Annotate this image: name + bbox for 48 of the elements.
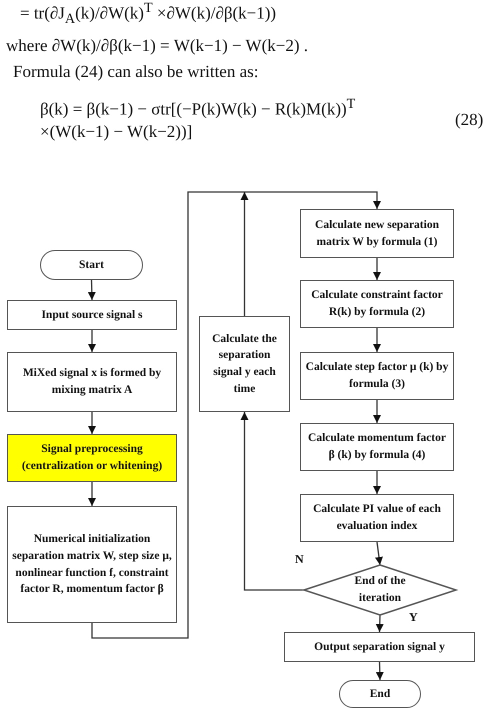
arrow (240, 412, 304, 591)
node-text: Input source signal s (41, 308, 143, 323)
process-box (7, 352, 177, 412)
node-text: Calculate momentum factor β (k) by formula (4) (307, 431, 447, 463)
node-text: Calculate the separation signal y each time (211, 332, 278, 397)
node-text: Calculate step factor μ (k) by formula (3) (305, 360, 449, 392)
node-text: Calculate new separation matrix W by formula (1) (314, 218, 440, 250)
formula-text: (28) (455, 110, 484, 130)
arrow (373, 400, 381, 423)
arrow (88, 280, 96, 300)
process-box (300, 209, 454, 258)
process-box (7, 506, 177, 623)
formula-text: where ∂W(k)/∂β(k−1) = W(k−1) − W(k−2) . (6, 36, 308, 56)
arrow (373, 258, 381, 280)
formula-text: Formula (24) can also be written as: (13, 62, 258, 82)
arrow (88, 412, 96, 434)
process-box (199, 316, 290, 412)
node-text: Output separation signal y (314, 640, 445, 655)
process-box (300, 280, 454, 328)
arrow (375, 542, 383, 566)
formula-text: = tr(∂J$_{A}$(k)/∂W(k)$^{T}$ ×∂W(k)/∂β(k−1)) (20, 0, 276, 28)
process-box (7, 300, 177, 330)
node-text: MiXed signal x is formed by mixing matrix A (22, 366, 162, 398)
process-box (300, 352, 454, 400)
node-text: Numerical initialization separation matrix W, step size μ, nonlinear function f, constraint factor R, momentum factor β (12, 532, 172, 598)
process-box (284, 632, 475, 662)
node-text: Calculate PI value of each evaluation index (312, 502, 442, 534)
arrow (91, 191, 381, 639)
arrow (88, 482, 96, 506)
decision-diamond (304, 565, 456, 615)
process-box (300, 494, 454, 542)
formula-text: ×(W(k−1) − W(k−2))] (40, 122, 192, 142)
arrow (88, 330, 96, 352)
node-text: Signal preprocessing (centralization or whitening) (20, 442, 164, 474)
terminal-box (40, 250, 143, 280)
highlighted-process-box (7, 434, 177, 482)
formula-text: β(k) = β(k−1) − σtr[(−P(k)W(k) − R(k)M(k))$^{T}$ (40, 96, 356, 120)
process-box (300, 423, 454, 471)
node-text: Start (79, 258, 104, 273)
arrow (376, 614, 384, 632)
node-text: End (370, 686, 390, 702)
arrow (373, 328, 381, 352)
node-text: End of the iteration (353, 574, 407, 606)
arrow (240, 192, 248, 316)
arrow (373, 471, 381, 494)
arrow (376, 662, 384, 680)
terminal-box (339, 680, 421, 708)
node-text: Calculate constraint factor R(k) by formula (2) (310, 288, 444, 320)
